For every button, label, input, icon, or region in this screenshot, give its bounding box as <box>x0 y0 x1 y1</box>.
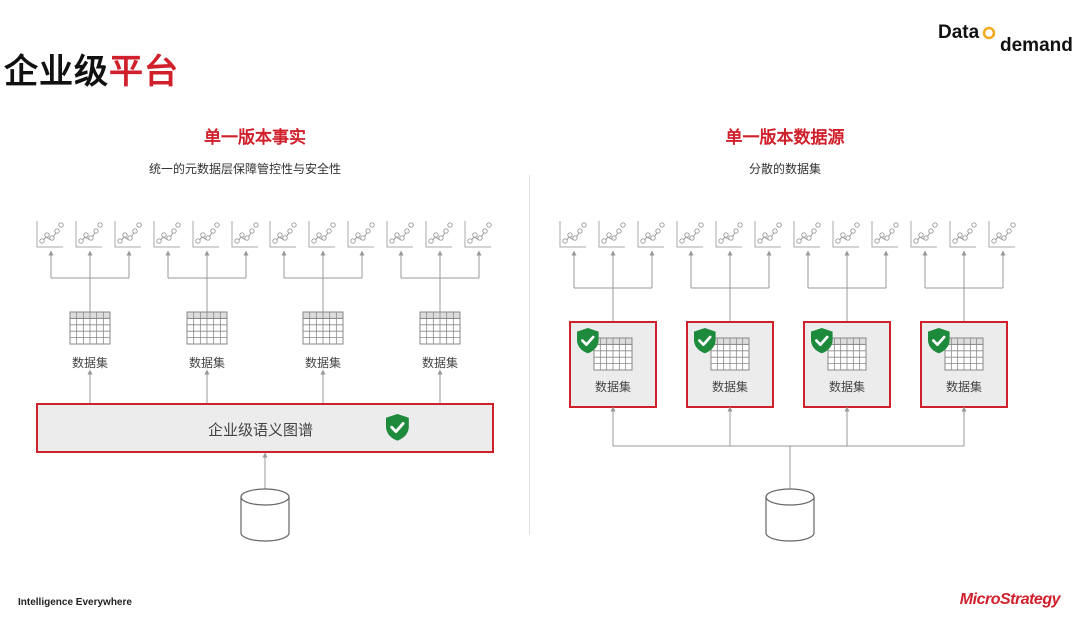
dataset-label: 数据集 <box>304 356 341 370</box>
report-chart-icon <box>36 221 64 248</box>
logo-part1: Data <box>938 22 980 43</box>
logo-ring-icon <box>982 26 996 40</box>
report-chart-icon <box>269 221 297 248</box>
report-chart-icon <box>559 221 587 248</box>
dataset-grid-icon <box>827 337 867 371</box>
dataset-grid-icon <box>69 311 111 345</box>
report-chart-icon <box>676 221 704 248</box>
report-chart-icon <box>347 221 375 248</box>
report-chart-icon <box>988 221 1016 248</box>
dataset-label: 数据集 <box>711 380 748 394</box>
dataset-label: 数据集 <box>188 356 225 370</box>
report-chart-icon <box>754 221 782 248</box>
report-chart-icon <box>464 221 492 248</box>
report-chart-icon <box>949 221 977 248</box>
footer-tagline: Intelligence Everywhere <box>18 597 132 608</box>
report-chart-icon <box>637 221 665 248</box>
shield-check-icon <box>928 328 950 354</box>
shield-check-icon <box>694 328 716 354</box>
dataset-grid-icon <box>593 337 633 371</box>
page-title: 企业级平台 <box>4 44 179 93</box>
dataset-grid-icon <box>944 337 984 371</box>
dataset-grid-icon <box>302 311 344 345</box>
database-icon <box>240 488 290 542</box>
right-diagram <box>559 221 1016 542</box>
data-on-demand-logo: Data demand <box>938 22 1073 62</box>
section-divider <box>529 175 530 535</box>
report-chart-icon <box>832 221 860 248</box>
report-chart-icon <box>75 221 103 248</box>
report-chart-icon <box>793 221 821 248</box>
knowledge-graph-label: 企业级语义图谱 <box>208 421 314 439</box>
left-diagram <box>36 221 494 542</box>
report-chart-icon <box>871 221 899 248</box>
report-chart-icon <box>192 221 220 248</box>
report-chart-icon <box>153 221 181 248</box>
right-subheading: 分散的数据集 <box>748 162 821 176</box>
dataset-label: 数据集 <box>421 356 458 370</box>
report-chart-icon <box>598 221 626 248</box>
report-chart-icon <box>715 221 743 248</box>
dataset-label: 数据集 <box>71 356 108 370</box>
dataset-grid-icon <box>419 311 461 345</box>
dataset-label: 数据集 <box>945 380 982 394</box>
report-chart-icon <box>425 221 453 248</box>
title-accent: 平台 <box>109 52 179 92</box>
shield-check-icon <box>386 414 409 441</box>
logo-part2: demand <box>1000 35 1073 56</box>
report-chart-icon <box>231 221 259 248</box>
right-heading: 单一版本数据源 <box>725 128 845 148</box>
title-main: 企业级 <box>4 52 109 92</box>
report-chart-icon <box>910 221 938 248</box>
shield-check-icon <box>811 328 833 354</box>
knowledge-graph-box <box>36 403 494 453</box>
dataset-grid-icon <box>186 311 228 345</box>
left-heading: 单一版本事实 <box>204 128 306 148</box>
microstrategy-logo: MicroStrategy <box>959 591 1061 608</box>
report-chart-icon <box>386 221 414 248</box>
database-icon <box>765 488 815 542</box>
dataset-grid-icon <box>710 337 750 371</box>
report-chart-icon <box>114 221 142 248</box>
shield-check-icon <box>577 328 599 354</box>
left-subheading: 统一的元数据层保障管控性与安全性 <box>148 162 341 176</box>
dataset-label: 数据集 <box>828 380 865 394</box>
report-chart-icon <box>308 221 336 248</box>
dataset-label: 数据集 <box>594 380 631 394</box>
